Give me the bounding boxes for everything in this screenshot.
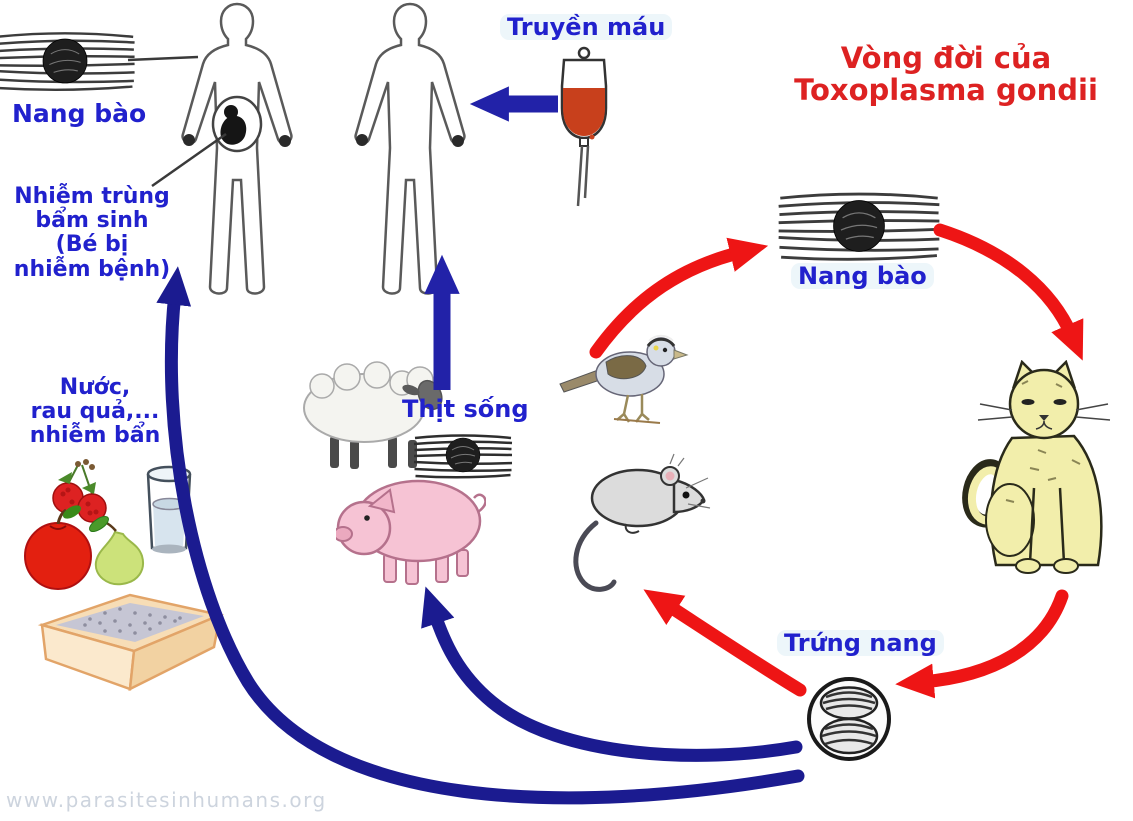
fetus-icon [211, 95, 263, 153]
hand-icon [356, 134, 368, 146]
label-blood-transfusion: Truyền máu [500, 14, 673, 40]
arrow-cat-to-oocyst [895, 589, 1069, 699]
cyst-pointer-line [127, 55, 199, 62]
fetus-pointer-line [151, 132, 227, 188]
label-contaminated-food: Nước, rau quả,... nhiễm bẩn [29, 375, 161, 449]
label-oocyst: Trứng nang [777, 630, 944, 656]
tissue-cyst-right-illustration [778, 192, 940, 261]
tissue-cyst-left-illustration [0, 32, 135, 92]
pig-illustration [336, 479, 486, 585]
pear-icon [89, 515, 144, 586]
cat-illustration [962, 360, 1111, 574]
hand-icon [183, 134, 195, 146]
oocyst-illustration [807, 677, 891, 761]
label-congenital-infection: Nhiễm trùng bẩm sinh (Bé bị nhiễm bệnh) [13, 184, 171, 282]
apple-icon [24, 505, 92, 590]
raw-meat-cyst-illustration [413, 434, 513, 479]
label-tissue-cyst-right: Nang bào [791, 263, 934, 289]
arrow-tissue-cyst-to-cat [933, 223, 1084, 361]
arrow-oocyst-to-mouse [643, 589, 807, 697]
page-title: Vòng đời của Toxoplasma gondii [794, 41, 1098, 108]
pregnant-woman-figure [181, 2, 293, 295]
arrow-prey-to-tissue-cyst [589, 237, 769, 359]
arrow-oocyst-to-livestock [421, 586, 803, 762]
hand-icon [279, 135, 291, 147]
label-raw-meat: Thịt sống [402, 395, 529, 423]
man-figure [354, 2, 466, 295]
watermark: www.parasitesinhumans.org [6, 788, 327, 812]
contaminated-food-illustration [24, 459, 192, 590]
bird-illustration [559, 334, 689, 424]
mouse-illustration [573, 453, 711, 592]
arrow-oocyst-to-pregnant-woman [156, 266, 805, 805]
blood-bag-illustration [560, 46, 608, 207]
hand-icon [452, 135, 464, 147]
sheep-illustration [303, 361, 443, 469]
label-tissue-cyst-left: Nang bào [12, 99, 147, 128]
